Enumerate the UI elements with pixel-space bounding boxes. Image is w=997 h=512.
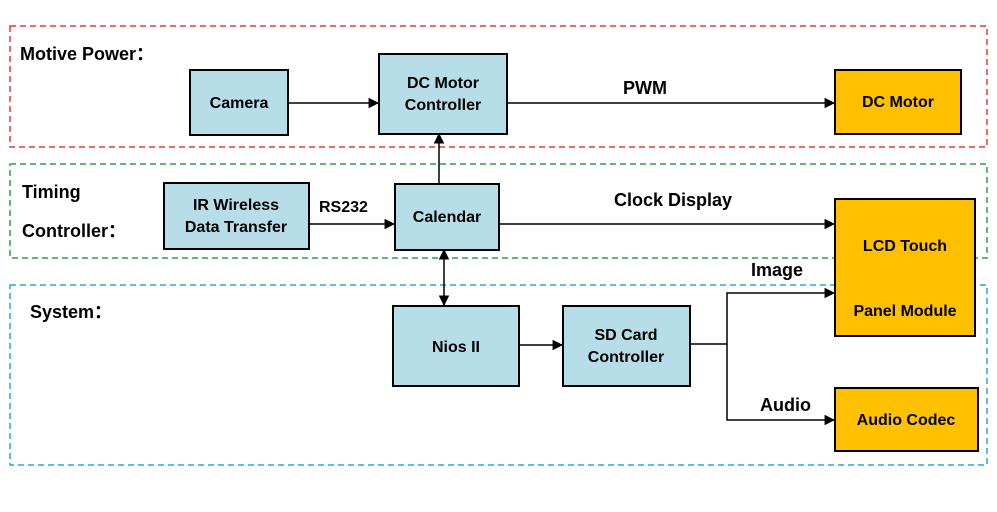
audio-arrow (726, 344, 836, 426)
dc-motor-controller-label-line2: Controller (405, 97, 481, 114)
image-label: Image (751, 260, 803, 280)
dc-motor-block: DC Motor (834, 69, 962, 135)
audio-codec-label: Audio Codec (857, 412, 956, 429)
ir-wireless-label-line2: Data Transfer (185, 219, 287, 236)
camera-block: Camera (189, 69, 289, 136)
sd-card-label-line2: Controller (588, 349, 664, 366)
nios-ii-label: Nios II (432, 339, 480, 356)
audio-label: Audio (760, 395, 811, 415)
dc-motor-controller-label-line1: DC Motor (407, 75, 479, 92)
calendar-label: Calendar (413, 209, 481, 226)
lcd-touch-label-line1: LCD Touch (863, 238, 947, 255)
lcd-touch-label-line2: Panel Module (853, 303, 956, 320)
sd-card-label-line1: SD Card (594, 327, 657, 344)
pwm-label: PWM (623, 78, 667, 98)
audio-codec-block: Audio Codec (834, 387, 979, 452)
lcd-touch-panel-block: LCD Touch Panel Module (834, 198, 976, 337)
nios-ii-block: Nios II (392, 305, 520, 387)
timing-controller-region (9, 163, 988, 259)
system-label: System： (30, 302, 112, 322)
clock-display-label: Clock Display (614, 190, 732, 210)
rs232-label: RS232 (319, 199, 368, 216)
system-region (9, 284, 988, 466)
timing-label-line2: Controller： (22, 221, 126, 241)
ir-wireless-block: IR Wireless Data Transfer (163, 182, 310, 250)
timing-label-line1: Timing (22, 182, 81, 202)
image-arrow (690, 287, 836, 345)
calendar-block: Calendar (394, 183, 500, 251)
motive-power-label: Motive Power： (20, 44, 154, 64)
camera-label: Camera (210, 95, 269, 112)
dc-motor-controller-block: DC Motor Controller (378, 53, 508, 135)
dc-motor-label: DC Motor (862, 94, 934, 111)
sd-card-controller-block: SD Card Controller (562, 305, 691, 387)
motive-power-region (9, 25, 988, 148)
ir-wireless-label-line1: IR Wireless (193, 197, 279, 214)
